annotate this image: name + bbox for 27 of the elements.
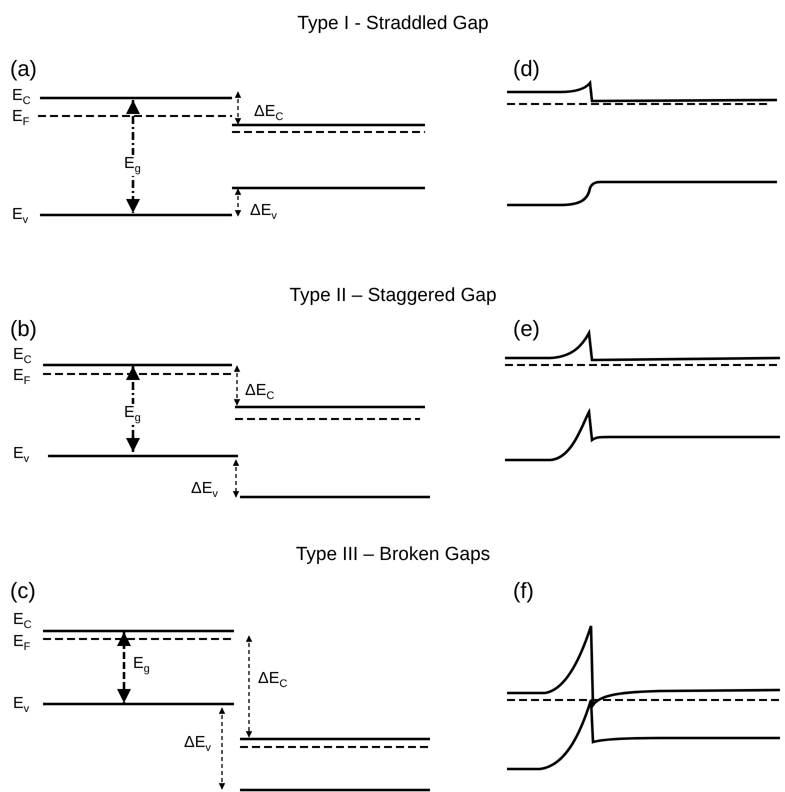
energy-label: E$_{F}$ bbox=[13, 634, 30, 654]
section-title: Type III – Broken Gaps bbox=[296, 545, 490, 564]
energy-label: E$_{v}$ bbox=[13, 696, 30, 716]
panel-label: (d) bbox=[513, 58, 540, 80]
panel-label: (e) bbox=[513, 318, 540, 340]
energy-label: E$_{v}$ bbox=[12, 207, 28, 226]
panel-label: (c) bbox=[10, 580, 36, 602]
energy-label: ΔE$_{v}$ bbox=[191, 481, 218, 500]
section-title: Type I - Straddled Gap bbox=[297, 14, 489, 33]
energy-label: E$_{C}$ bbox=[13, 347, 32, 366]
energy-label: E$_{F}$ bbox=[12, 109, 30, 128]
energy-label: ΔE$_{v}$ bbox=[250, 203, 277, 222]
energy-label: E$_{F}$ bbox=[13, 368, 30, 388]
energy-label: E$_{C}$ bbox=[13, 612, 32, 632]
section-title: Type II – Staggered Gap bbox=[289, 286, 497, 305]
panel-label: (f) bbox=[513, 580, 534, 602]
energy-label: E$_{g}$ bbox=[124, 404, 141, 426]
energy-label: ΔE$_{C}$ bbox=[245, 383, 274, 402]
panel-label: (b) bbox=[10, 318, 37, 340]
energy-label: ΔE$_{C}$ bbox=[254, 104, 284, 124]
energy-label: E$_{C}$ bbox=[12, 88, 31, 108]
energy-label: E$_{g}$ bbox=[124, 155, 141, 176]
energy-label: ΔE$_{v}$ bbox=[184, 735, 211, 754]
panel-label: (a) bbox=[10, 58, 37, 80]
energy-label: ΔE$_{C}$ bbox=[258, 671, 288, 690]
energy-label: E$_{g}$ bbox=[133, 656, 150, 676]
energy-label: E$_{v}$ bbox=[13, 446, 30, 466]
